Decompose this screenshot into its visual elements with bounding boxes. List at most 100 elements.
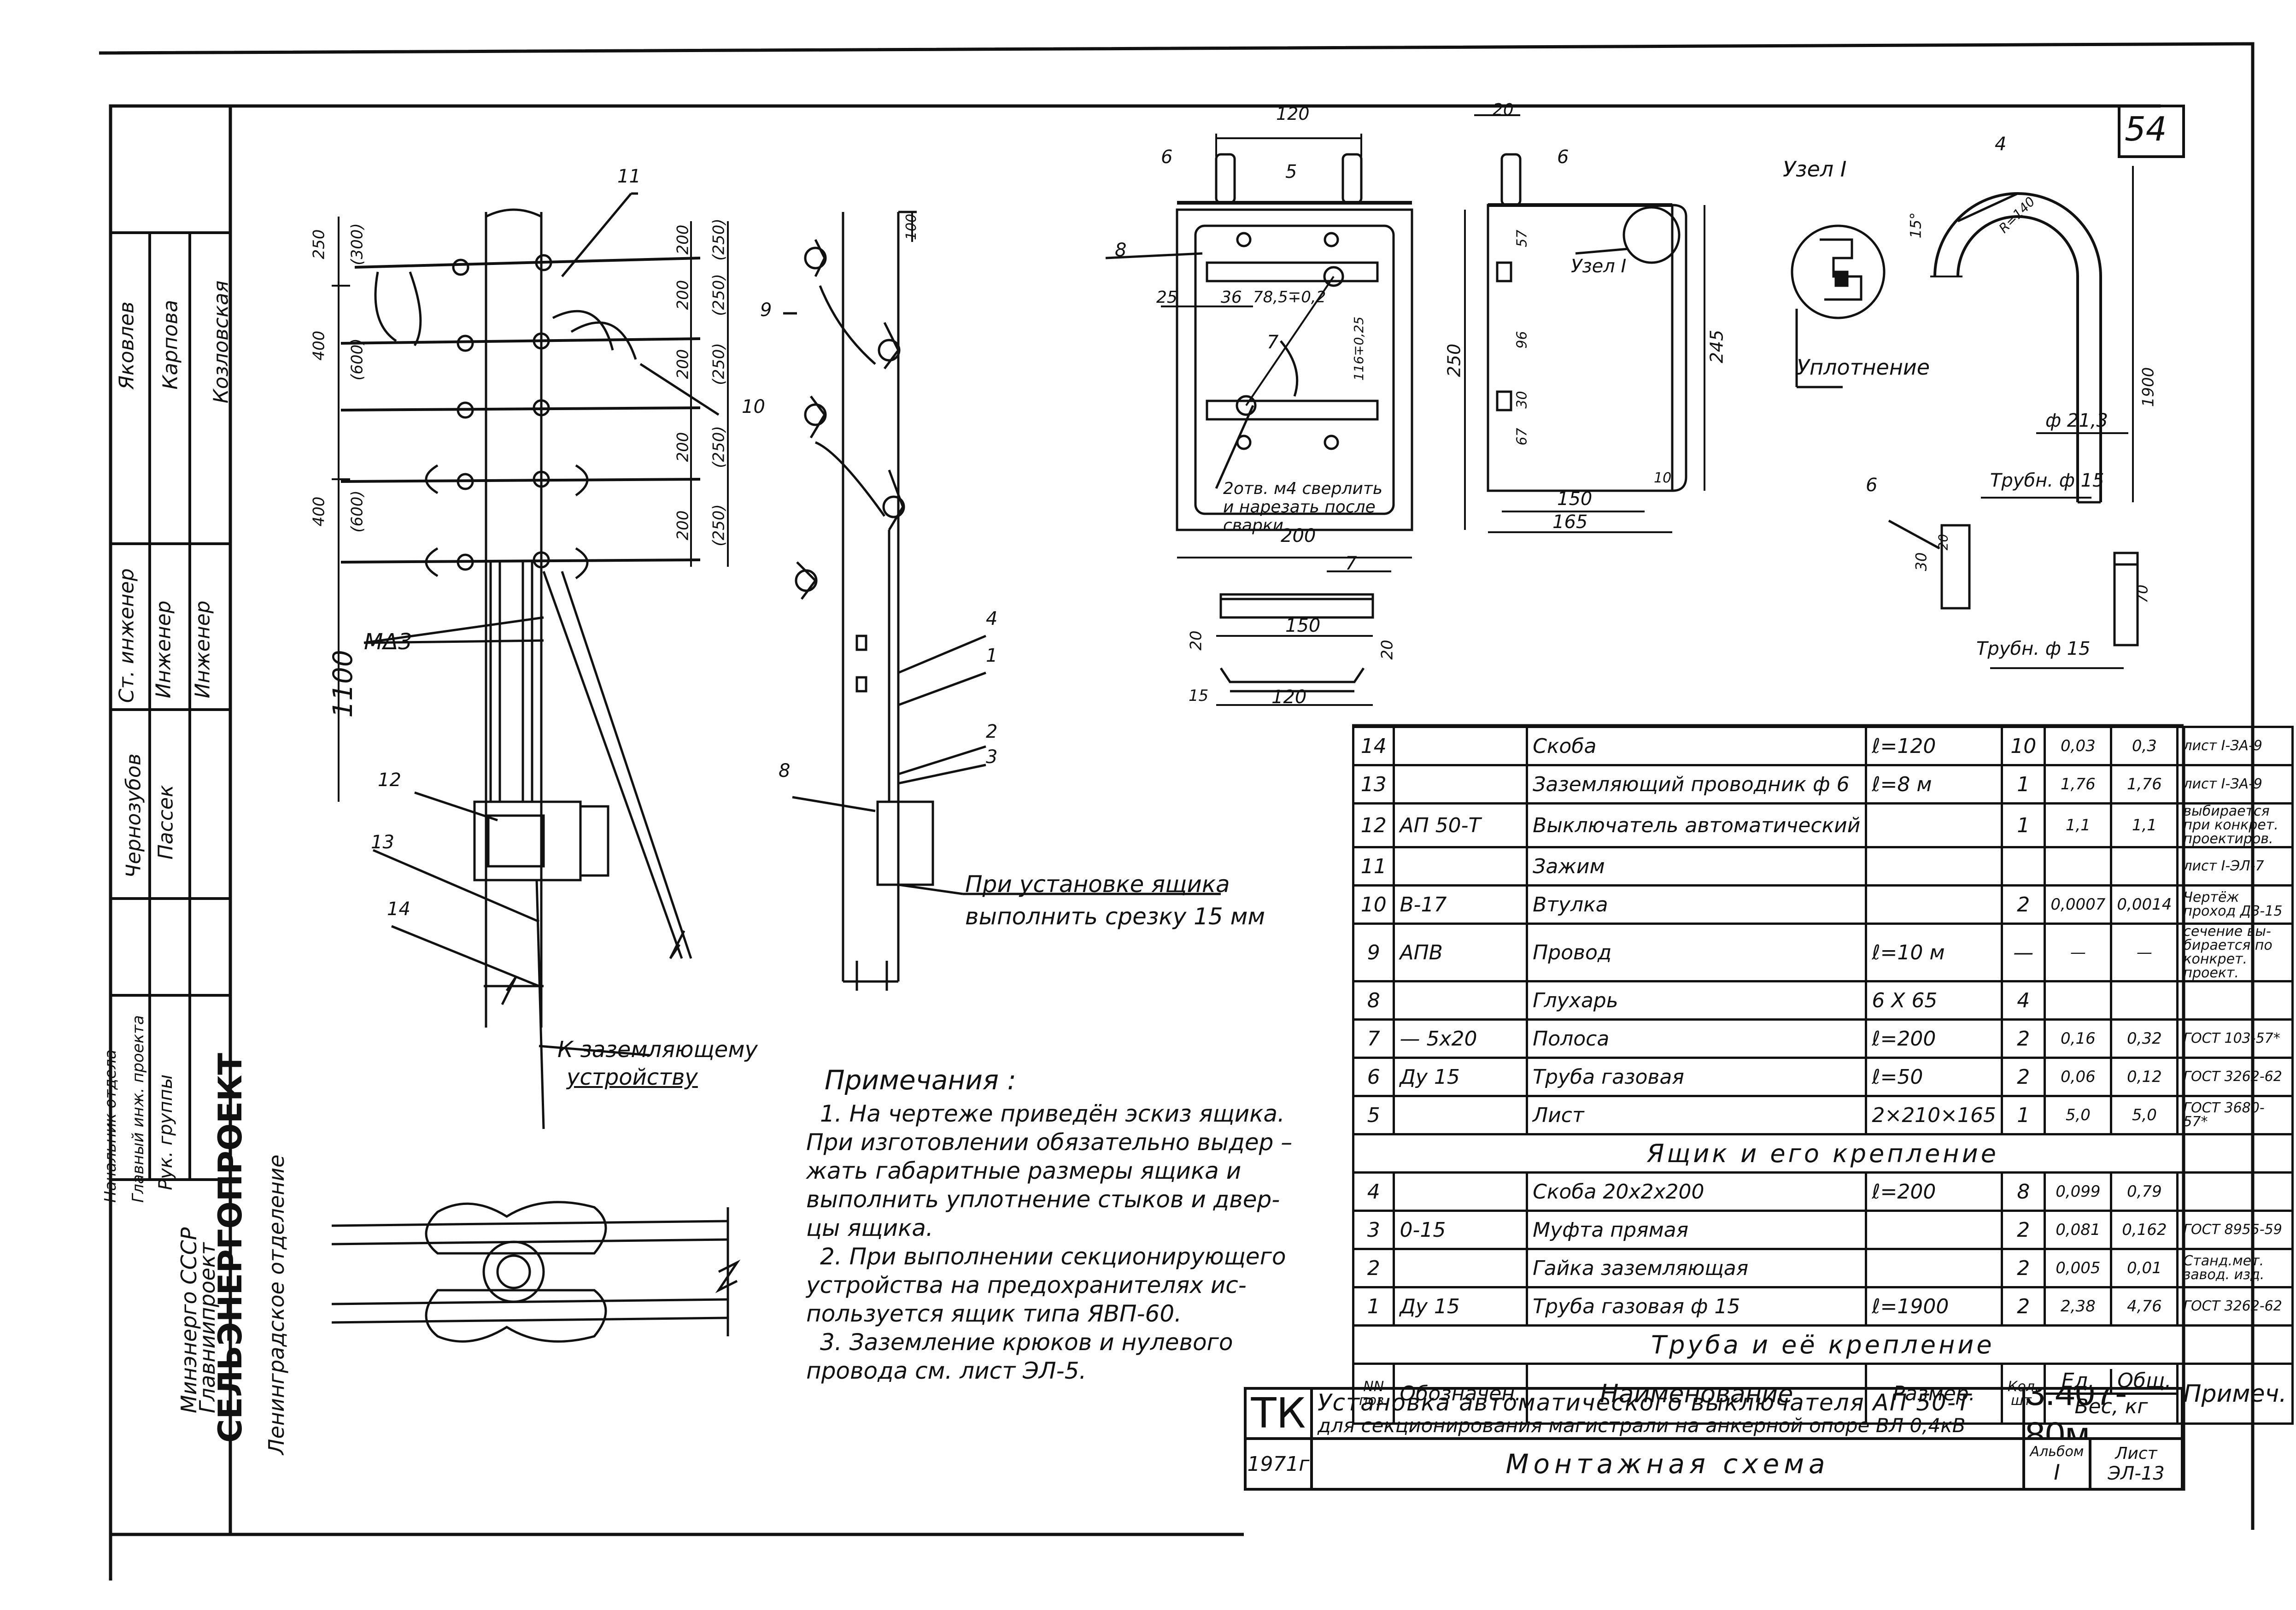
- spec-cell: ГОСТ 3680-57*: [2176, 1095, 2294, 1135]
- spec-cell: 0,162: [2110, 1210, 2179, 1250]
- spec-cell: 7: [1352, 1018, 1395, 1059]
- spec-cell: Труба газовая: [1526, 1057, 1868, 1097]
- pole-plan-view: [331, 1201, 741, 1343]
- spec-cell: —: [2110, 923, 2179, 982]
- spec-cell: 0,005: [2044, 1248, 2113, 1288]
- side-callout-9: 9: [760, 300, 772, 321]
- stamp-role-4: Ст. инженер: [115, 568, 139, 703]
- node-title: Узел I: [1783, 157, 1847, 182]
- drill-note-2: и нарезать после: [1223, 498, 1376, 517]
- dim-r5: 200: [674, 349, 692, 379]
- bracket-detail: [1888, 166, 2139, 669]
- bf-dim-200: 200: [1281, 525, 1316, 546]
- node-seal-label: Уплотнение: [1797, 355, 1930, 380]
- spec-section-1: Ящик и его крепление: [1352, 1133, 2294, 1174]
- dim-r4: (250): [709, 274, 728, 316]
- breaker-box-side: [876, 800, 934, 886]
- spec-cell: [1393, 1095, 1529, 1135]
- callout-11: 11: [617, 166, 641, 187]
- spec-cell: ℓ=1900: [1865, 1286, 2003, 1327]
- spec-cell: АП 50-Т: [1393, 802, 1529, 848]
- tb-subtitle-cell: Монтажная схема: [1313, 1440, 2022, 1491]
- spec-cell: АПВ: [1393, 923, 1529, 982]
- spec-cell: Выключатель автоматический: [1526, 802, 1868, 848]
- bracket-dim-70: 70: [2133, 584, 2151, 604]
- spec-cell: — 5x20: [1393, 1018, 1529, 1059]
- strip-callout-7: 7: [1345, 553, 1357, 574]
- cut-note-1: При установке ящика: [965, 871, 1230, 898]
- spec-cell: [2001, 846, 2046, 887]
- hdr-pos: NN поз.: [1352, 1363, 1395, 1425]
- spec-cell: 3: [1352, 1210, 1395, 1250]
- spec-cell: Чертёж проход ДЗ-15: [2176, 884, 2294, 925]
- pole-front-view: [332, 192, 729, 1129]
- tb-title-1: Установка автоматического выключателя АП…: [1318, 1389, 1972, 1416]
- spec-cell: лист I-ЭЛ-7: [2176, 846, 2294, 887]
- bf-dim-120: 120: [1276, 104, 1310, 124]
- spec-cell: 1: [2001, 802, 2046, 848]
- tb-year-cell: 1971г: [1244, 1440, 1313, 1491]
- spec-cell: 5: [1352, 1095, 1395, 1135]
- bf-dim-25: 25: [1156, 288, 1177, 307]
- tb-sheet-label: Лист: [2115, 1444, 2157, 1463]
- bs-dim-30: 30: [1514, 391, 1530, 409]
- spec-cell: Заземляющий проводник ф 6: [1526, 764, 1868, 805]
- spec-cell: 0,0007: [2044, 884, 2113, 925]
- note-line-1: 1. На чертеже приведён эскиз ящика.: [820, 1100, 1285, 1127]
- stamp-name-3: Яковлев: [115, 301, 139, 390]
- breaker-box-front: [473, 800, 582, 881]
- bs-node-label: Узел I: [1571, 256, 1627, 277]
- spec-cell: В-17: [1393, 884, 1529, 925]
- notes-title: Примечания :: [825, 1064, 1016, 1096]
- spec-cell: ℓ=200: [1865, 1018, 2003, 1059]
- spec-cell: ℓ=10 м: [1865, 923, 2003, 982]
- strip-dim-120: 120: [1271, 687, 1307, 708]
- dim-300: (300): [348, 223, 367, 265]
- spec-cell: 1: [1352, 1286, 1395, 1327]
- spec-cell: 13: [1352, 764, 1395, 805]
- spec-cell: 5,0: [2110, 1095, 2179, 1135]
- spec-cell: 0,12: [2110, 1057, 2179, 1097]
- spec-cell: 1,1: [2044, 802, 2113, 848]
- spec-cell: 5,0: [2044, 1095, 2113, 1135]
- note-line-6: 2. При выполнении секционирующего: [820, 1243, 1286, 1270]
- spec-cell: [1393, 980, 1529, 1021]
- spec-cell: —: [2001, 923, 2046, 982]
- spec-cell: 2: [2001, 884, 2046, 925]
- tb-sheet-cell: Лист ЭЛ-13: [2091, 1440, 2184, 1491]
- bs-dim-10: 10: [1654, 470, 1672, 486]
- bs-dim-150: 150: [1557, 488, 1593, 510]
- bracket-callout-6: 6: [1866, 475, 1878, 496]
- bracket-callout-4: 4: [1995, 134, 2007, 155]
- dim-r3: 200: [674, 280, 692, 310]
- bs-dim-245: 245: [1706, 329, 1727, 364]
- dim-600b: (600): [348, 490, 367, 533]
- notes-block: Примечания : 1. На чертеже приведён эски…: [806, 1064, 1313, 1385]
- note-line-5: цы ящика.: [806, 1215, 933, 1241]
- tb-title-cell: Установка автоматического выключателя АП…: [1313, 1387, 2022, 1440]
- bracket-dim-1900: 1900: [2139, 367, 2158, 407]
- spec-cell: Глухарь: [1526, 980, 1868, 1021]
- spec-cell: Провод: [1526, 923, 1868, 982]
- spec-cell: Ду 15: [1393, 1057, 1529, 1097]
- spec-cell: Станд.мет. завод. изд.: [2176, 1248, 2294, 1288]
- spec-cell: 1,76: [2044, 764, 2113, 805]
- hdr-weight: Вес, кг: [2074, 1395, 2148, 1418]
- callout-14: 14: [387, 899, 410, 920]
- dim-r8: (250): [709, 426, 728, 468]
- bracket-dim-phi213: ф 21,3: [2045, 410, 2108, 431]
- dim-r7: 200: [674, 432, 692, 462]
- spec-cell: 8: [1352, 980, 1395, 1021]
- strip-dim-150: 150: [1285, 615, 1321, 636]
- note-line-10: провода см. лист ЭЛ-5.: [806, 1357, 1087, 1384]
- bracket-dim-20: 20: [1935, 534, 1951, 551]
- strip-dim-20a: 20: [1187, 630, 1206, 651]
- stamp-role-6: Инженер: [191, 600, 215, 699]
- spec-cell: 6 X 65: [1865, 980, 2003, 1021]
- spec-header: NN поз. Обозначен. Наименование Размер. …: [1352, 1363, 2294, 1425]
